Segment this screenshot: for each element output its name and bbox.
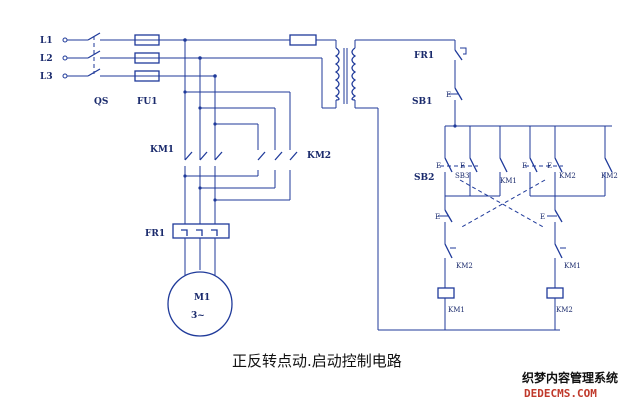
label-KM2-coil: KM2 [556,306,573,314]
label-FR1-main: FR1 [145,229,165,239]
label-KM2-main: KM2 [307,151,331,161]
label-E-left-lower: E [435,213,440,221]
label-L2: L2 [40,54,53,64]
bus-wires [159,34,337,160]
label-FU1: FU1 [137,97,158,107]
label-E-right-lower: E [540,213,545,221]
control-circuit: FR1 E SB1 E E SB2 SB3 KM1 E E KM2 [377,40,618,331]
km2-main-contacts: KM2 [257,151,331,161]
label-KM1-coil: KM1 [448,306,465,314]
km-crossover-wiring [183,90,291,202]
fr1-thermal-relay: FR1 [145,223,230,276]
qs-switch: QS [87,32,135,107]
label-SB1: SB1 [412,97,432,107]
label-SB2: SB2 [414,173,434,183]
label-motor-phase: 3~ [191,311,205,321]
label-L1: L1 [40,36,53,46]
label-QS: QS [94,97,108,107]
label-L3: L3 [40,72,53,82]
label-E-sb1: E [446,91,451,99]
label-motor: M1 [194,293,210,303]
label-KM2-small: KM2 [559,172,576,180]
label-E-sb2b: E [460,162,465,170]
label-E-sb3b: E [547,162,552,170]
watermark-line2: DEDECMS.COM [524,387,597,400]
fu1-fuses: FU1 [134,34,160,107]
km1-main-contacts: KM1 [150,145,223,224]
label-KM2-aux-a: KM2 [601,172,618,180]
label-KM1-aux-b: KM1 [564,262,581,270]
label-E-sb3a: E [522,162,527,170]
label-E-sb2a: E [436,162,441,170]
label-SB3-small: SB3 [455,172,469,180]
label-KM1-aux-a: KM1 [500,177,517,185]
diagram-caption: 正反转点动.启动控制电路 [232,352,402,370]
label-KM1-main: KM1 [150,145,174,155]
power-lines: L1 L2 L3 [40,36,88,82]
label-KM2-aux-b: KM2 [456,262,473,270]
label-FR1-ctrl: FR1 [414,51,434,61]
watermark-line1: 织梦内容管理系统 [522,370,618,385]
motor-m1: M1 3~ [167,271,233,337]
control-transformer [334,39,455,109]
